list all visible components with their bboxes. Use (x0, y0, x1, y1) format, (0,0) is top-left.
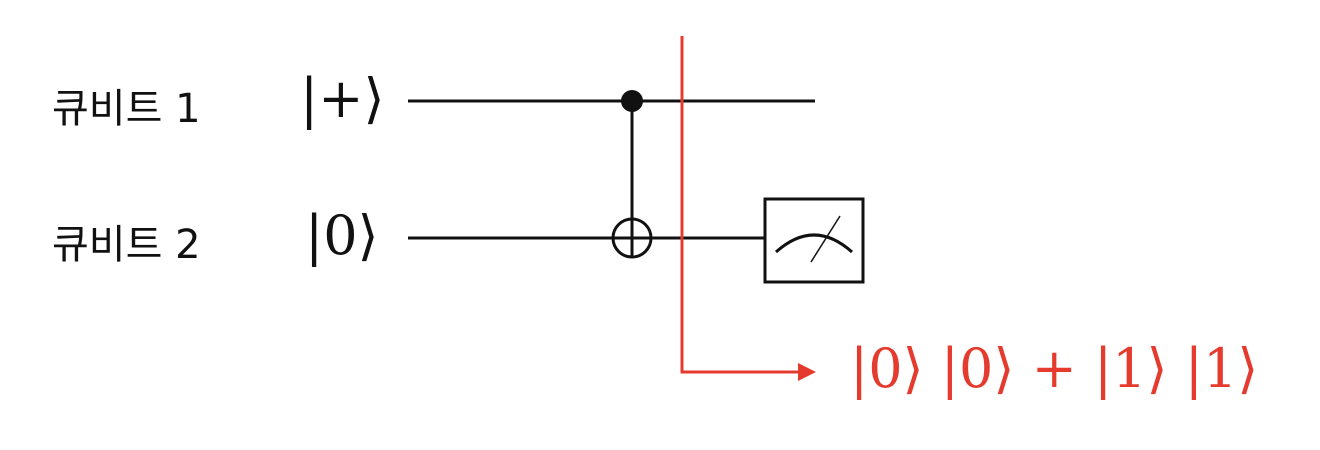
qubit-2-label: 큐비트 2 (52, 222, 201, 268)
qubit-1-label: 큐비트 1 (52, 86, 201, 132)
qubit-1-initial-state: |+⟩ (300, 67, 385, 130)
qubit-2-initial-state: |0⟩ (305, 204, 379, 267)
cnot-gate (611, 90, 653, 259)
output-state: |0⟩ |0⟩ + |1⟩ |1⟩ (850, 337, 1259, 400)
state-annotation-arrow (680, 36, 816, 381)
cnot-control-dot (621, 90, 643, 112)
cnot-target-icon (611, 217, 653, 259)
measurement-gate-icon (763, 197, 865, 284)
